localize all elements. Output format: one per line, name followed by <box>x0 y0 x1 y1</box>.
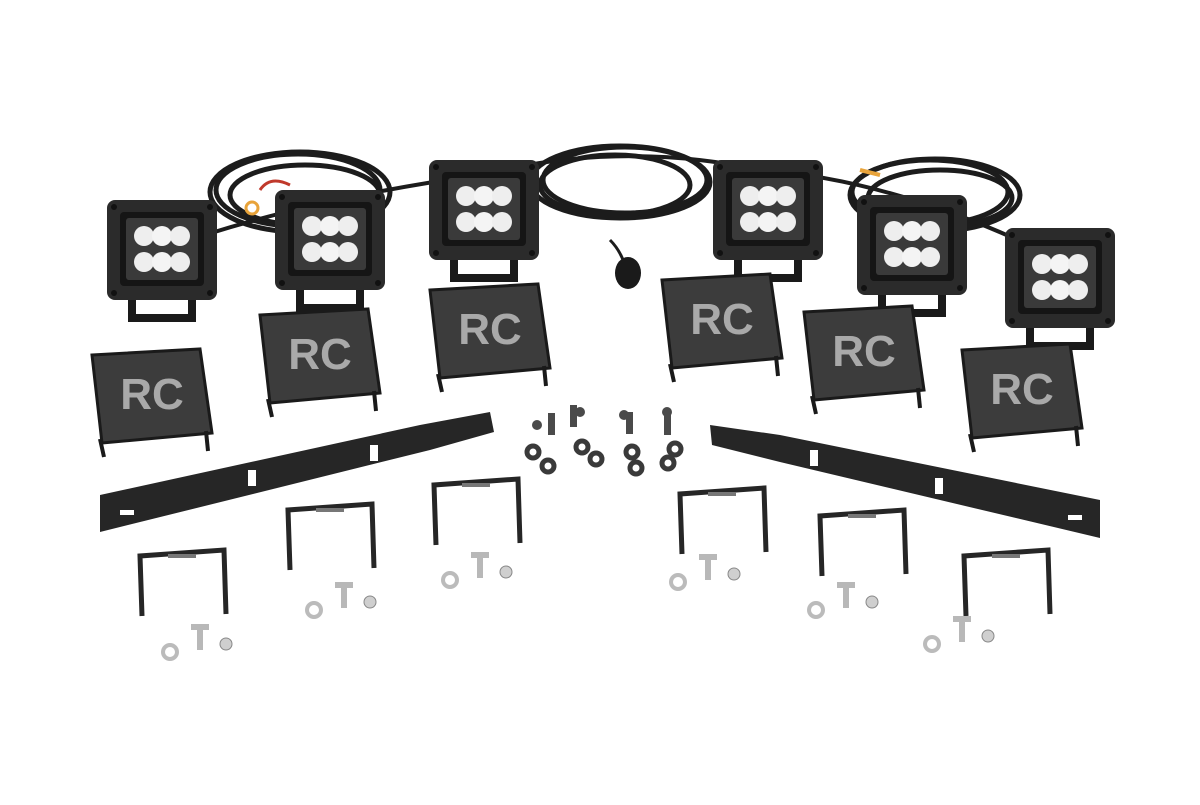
small-bracket-4 <box>680 488 766 554</box>
led-cube-light-3 <box>429 160 539 278</box>
small-bracket-2 <box>288 504 374 570</box>
led-cube-light-4 <box>713 160 823 278</box>
long-mounting-bracket-left <box>100 412 494 532</box>
rocker-switch <box>608 238 641 289</box>
rc-light-cover-2 <box>258 307 382 419</box>
led-cube-light-2 <box>275 190 385 308</box>
led-cube-light-5 <box>857 195 967 313</box>
long-mounting-bracket-right <box>710 425 1100 538</box>
hardware-bolts-washers <box>524 405 684 477</box>
hardware-set-6 <box>923 614 996 653</box>
rc-light-cover-5 <box>802 304 926 416</box>
rc-light-cover-1 <box>90 347 214 459</box>
rc-light-cover-6 <box>960 342 1084 454</box>
led-cube-light-1 <box>107 200 217 318</box>
hardware-set-5 <box>807 580 880 619</box>
hardware-set-2 <box>305 580 378 619</box>
small-bracket-3 <box>434 479 520 545</box>
led-cube-light-6 <box>1005 228 1115 346</box>
hardware-set-4 <box>669 552 742 591</box>
small-bracket-5 <box>820 510 906 576</box>
hardware-set-1 <box>161 622 234 661</box>
hardware-set-3 <box>441 550 514 589</box>
rc-light-cover-4 <box>660 272 784 384</box>
rc-light-cover-3 <box>428 282 552 394</box>
small-bracket-1 <box>140 550 226 616</box>
small-bracket-6 <box>964 550 1050 616</box>
